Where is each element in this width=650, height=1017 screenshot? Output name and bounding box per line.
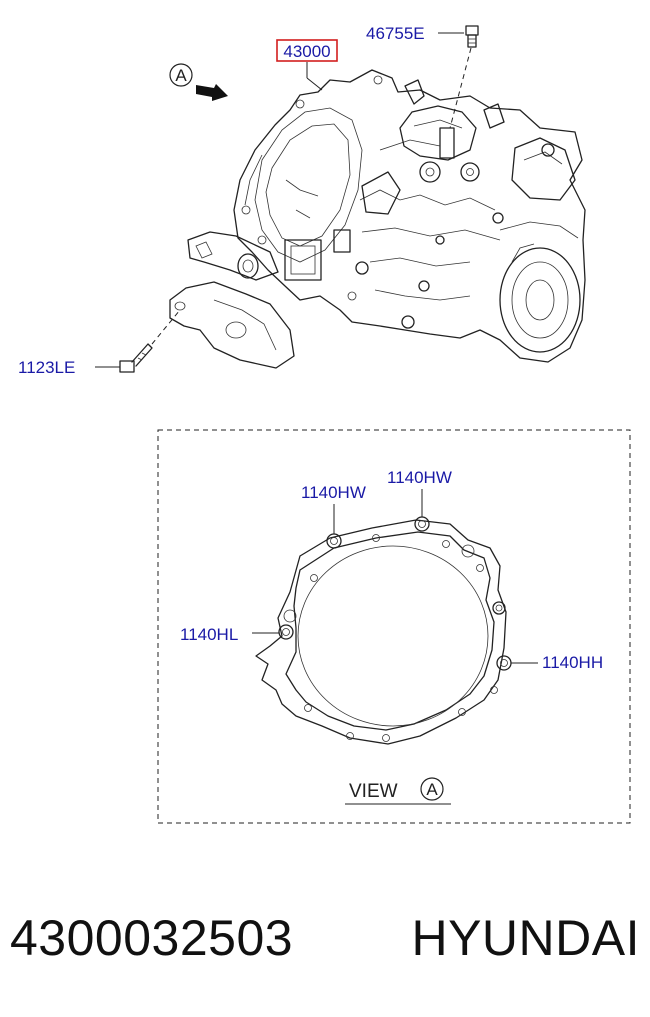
callout-43000[interactable]: 43000	[276, 39, 338, 91]
callout-label-dowel-right[interactable]: 1140HH	[542, 653, 603, 672]
dowel-upper-left	[326, 533, 342, 549]
part-number: 4300032503	[10, 910, 294, 966]
brand-name: HYUNDAI	[411, 910, 640, 966]
view-a-marker-letter: A	[175, 66, 187, 85]
view-label-letter: A	[426, 780, 438, 799]
callout-label-assembly[interactable]: 43000	[283, 42, 330, 61]
dowel-right-upper	[492, 601, 506, 615]
view-direction-arrow-icon	[196, 84, 228, 101]
dowel-right	[496, 655, 512, 671]
callout-highlight-box	[276, 39, 338, 62]
callout-1140hw-left[interactable]: 1140HW	[301, 483, 366, 534]
callout-label-dowel-upper-right[interactable]: 1140HW	[387, 468, 452, 487]
callout-1140hl[interactable]: 1140HL	[180, 625, 279, 644]
view-a-detail-frame	[157, 429, 631, 824]
callout-label-dowel-left[interactable]: 1140HL	[180, 625, 238, 644]
transmission-assembly	[169, 69, 586, 369]
dowel-upper-right	[414, 516, 430, 532]
callout-label-dowel-upper-left[interactable]: 1140HW	[301, 483, 366, 502]
dowel-left	[278, 624, 294, 640]
product-footer: 4300032503 HYUNDAI	[10, 902, 640, 974]
parts-diagram: A 43000 46755E	[18, 24, 631, 824]
gasket-part	[255, 519, 507, 745]
callout-1123le[interactable]: 1123LE	[18, 309, 181, 377]
mount-bolt-part	[119, 343, 153, 373]
view-a-marker: A	[169, 63, 228, 101]
view-label: VIEW A	[345, 777, 451, 805]
vent-plug-part	[465, 25, 479, 48]
callout-1140hh[interactable]: 1140HH	[511, 653, 603, 672]
callout-1140hw-right[interactable]: 1140HW	[387, 468, 452, 517]
callout-label-vent-plug[interactable]: 46755E	[366, 24, 425, 43]
callout-46755e[interactable]: 46755E	[366, 24, 479, 129]
callout-label-mount-bolt[interactable]: 1123LE	[18, 358, 75, 377]
view-label-text: VIEW	[349, 781, 398, 802]
